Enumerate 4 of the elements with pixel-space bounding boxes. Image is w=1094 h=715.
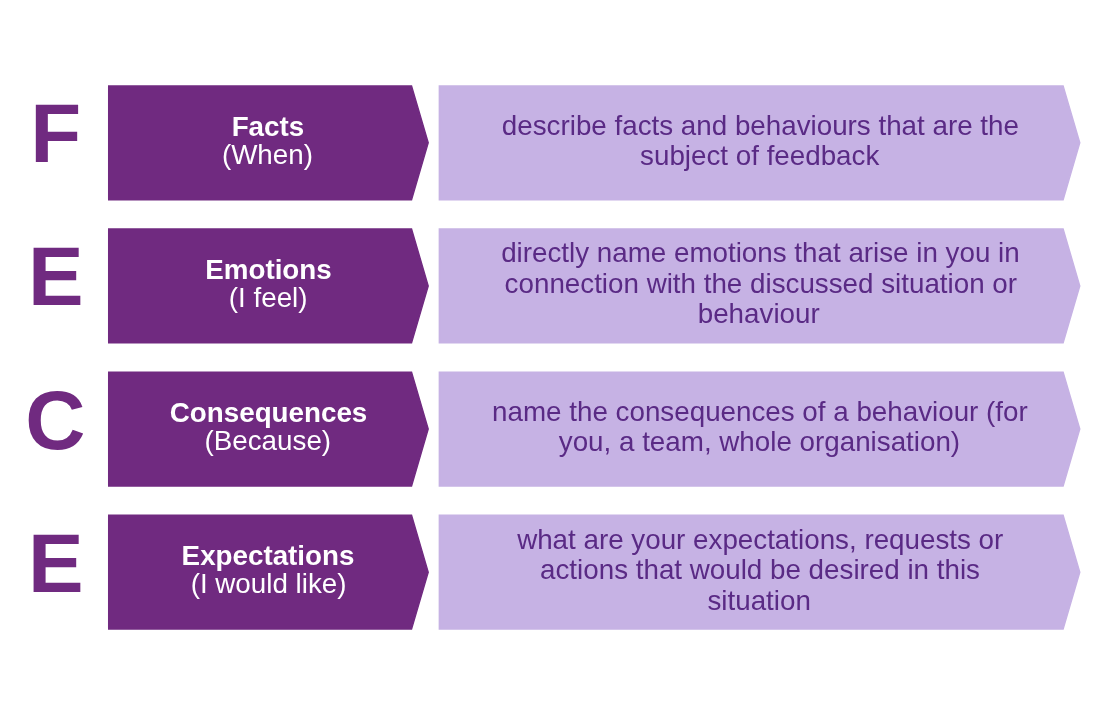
node-label: C — [25, 373, 86, 467]
node-label: F — [30, 87, 82, 181]
node-label: E — [28, 230, 84, 324]
node-label: E — [28, 516, 84, 610]
